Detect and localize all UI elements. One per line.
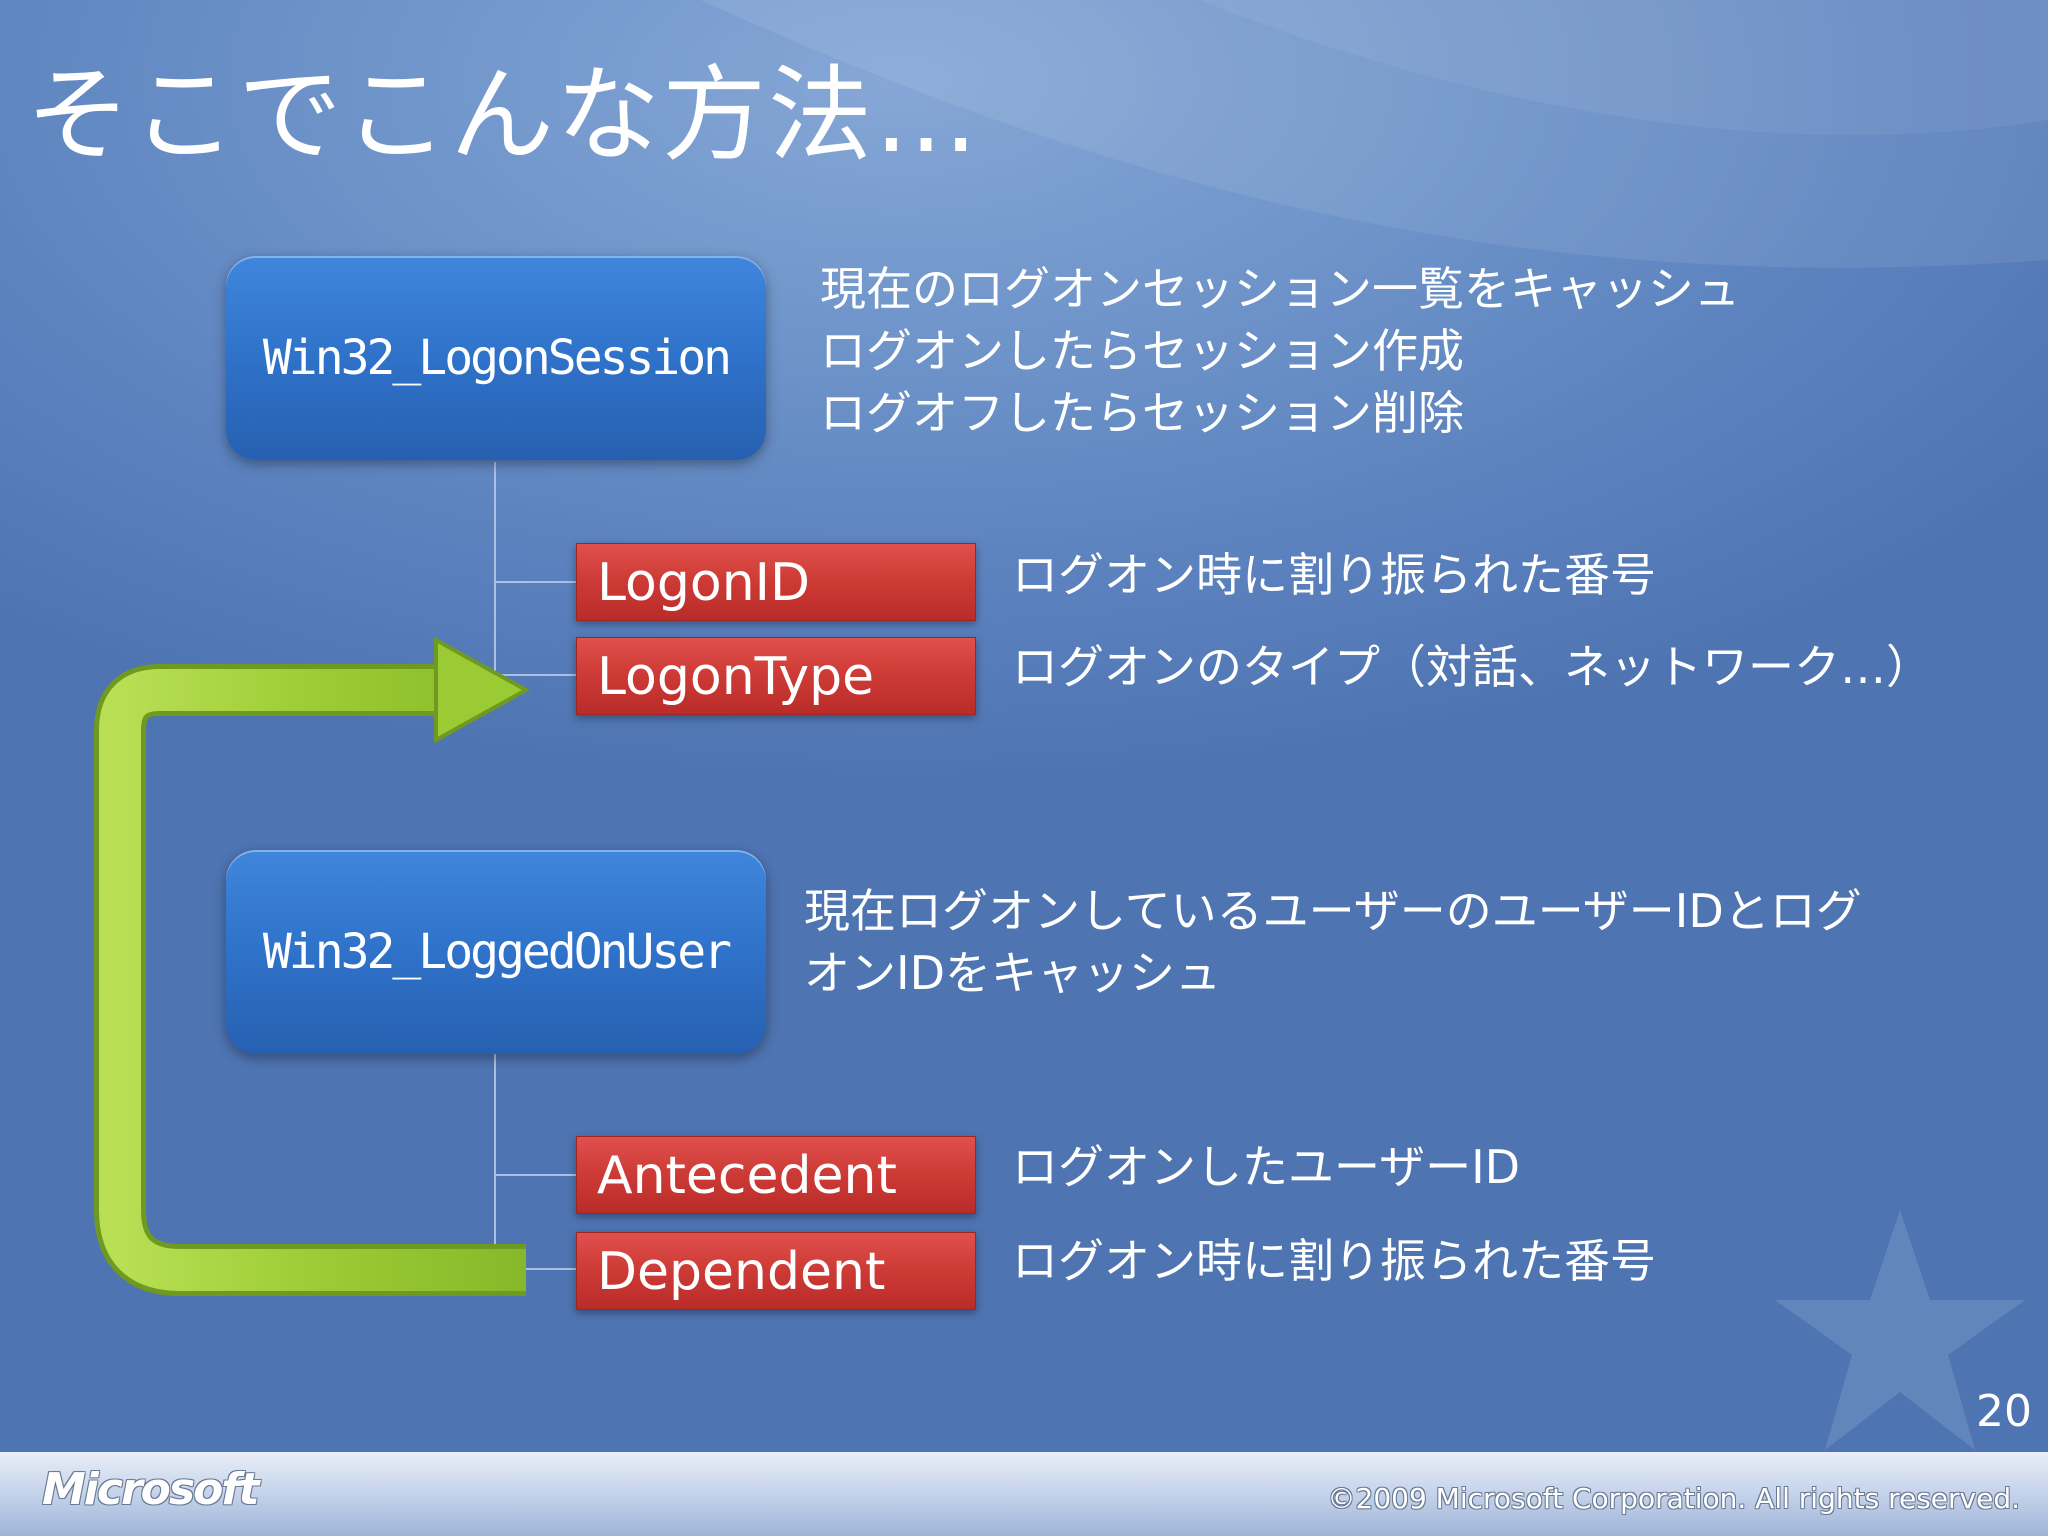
copyright-text: ©2009 Microsoft Corporation. All rights … bbox=[1327, 1482, 2021, 1515]
description-line: ログオンしたらセッション作成 bbox=[820, 324, 1464, 378]
connector-line bbox=[494, 1174, 576, 1176]
property-box-logon-id: LogonID bbox=[576, 543, 976, 621]
property-box-antecedent: Antecedent bbox=[576, 1136, 976, 1214]
property-description: ログオン時に割り振られた番号 bbox=[1012, 548, 1656, 602]
microsoft-logo: Microsoft bbox=[42, 1464, 259, 1515]
property-box-dependent: Dependent bbox=[576, 1232, 976, 1310]
property-description: ログオン時に割り振られた番号 bbox=[1012, 1234, 1656, 1288]
property-description: ログオンのタイプ（対話、ネットワーク…） bbox=[1012, 640, 1932, 694]
footer-bar: Microsoft ©2009 Microsoft Corporation. A… bbox=[0, 1452, 2048, 1536]
connector-line bbox=[494, 581, 576, 583]
description-line: 現在のログオンセッション一覧をキャッシュ bbox=[820, 262, 1740, 316]
connector-line bbox=[494, 1054, 496, 1270]
property-description: ログオンしたユーザーID bbox=[1012, 1140, 1521, 1194]
connector-line bbox=[494, 1268, 576, 1270]
star-watermark bbox=[1775, 1210, 2025, 1450]
class-description: 現在のログオンセッション一覧をキャッシュ ログオンしたらセッション作成 ログオフ… bbox=[820, 258, 1740, 444]
description-line: 現在ログオンしているユーザーのユーザーIDとログ bbox=[804, 884, 1862, 938]
page-number: 20 bbox=[1976, 1386, 2032, 1437]
slide-title: そこでこんな方法… bbox=[26, 54, 981, 176]
description-line: ログオフしたらセッション削除 bbox=[820, 386, 1464, 440]
property-box-logon-type: LogonType bbox=[576, 637, 976, 715]
class-box-logon-session: Win32_LogonSession bbox=[226, 256, 766, 460]
description-line: オンIDをキャッシュ bbox=[804, 946, 1221, 1000]
class-box-logged-on-user: Win32_LoggedOnUser bbox=[226, 850, 766, 1054]
class-description: 現在ログオンしているユーザーのユーザーIDとログ オンIDをキャッシュ bbox=[804, 880, 1862, 1004]
connector-line bbox=[494, 462, 496, 674]
connector-line bbox=[494, 674, 576, 676]
